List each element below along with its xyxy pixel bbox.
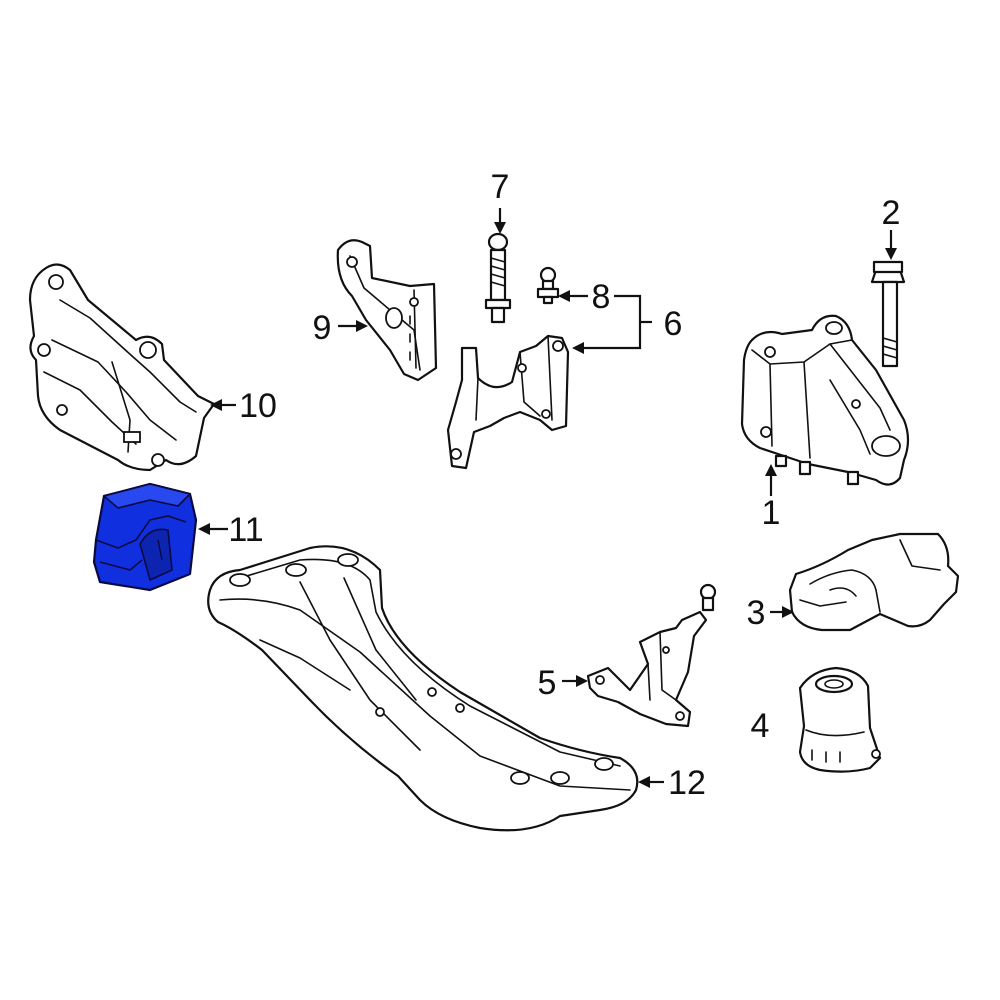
callout-9: 9 bbox=[313, 309, 332, 347]
rubber-bushing-part[interactable] bbox=[798, 666, 882, 773]
heat-shield-part[interactable] bbox=[788, 532, 960, 632]
callout-2: 2 bbox=[882, 194, 901, 232]
callout-8: 8 bbox=[592, 278, 611, 316]
callout-labels: 1 2 3 4 5 6 7 8 9 10 11 12 bbox=[228, 168, 900, 802]
callout-leaders bbox=[198, 208, 897, 788]
transmission-mount-part[interactable] bbox=[92, 482, 198, 592]
small-bracket-part[interactable] bbox=[586, 583, 717, 728]
engine-mount-part[interactable] bbox=[740, 314, 910, 486]
callout-3: 3 bbox=[747, 594, 766, 632]
mount-bolt-part[interactable] bbox=[870, 260, 906, 368]
callout-5: 5 bbox=[538, 664, 557, 702]
stud-bolt-part[interactable] bbox=[484, 232, 512, 324]
bracket-assembly-part[interactable] bbox=[446, 334, 570, 470]
callout-10: 10 bbox=[239, 387, 277, 425]
callout-4: 4 bbox=[751, 707, 770, 745]
crossmember-part[interactable] bbox=[207, 545, 639, 832]
callout-1: 1 bbox=[762, 494, 781, 532]
callout-7: 7 bbox=[491, 168, 510, 206]
callout-12: 12 bbox=[668, 764, 706, 802]
ball-stud-part[interactable] bbox=[536, 266, 560, 305]
callout-6: 6 bbox=[664, 305, 683, 343]
support-bracket-part[interactable] bbox=[336, 239, 438, 382]
engine-bracket-part[interactable] bbox=[28, 263, 216, 472]
callout-11: 11 bbox=[228, 511, 263, 549]
